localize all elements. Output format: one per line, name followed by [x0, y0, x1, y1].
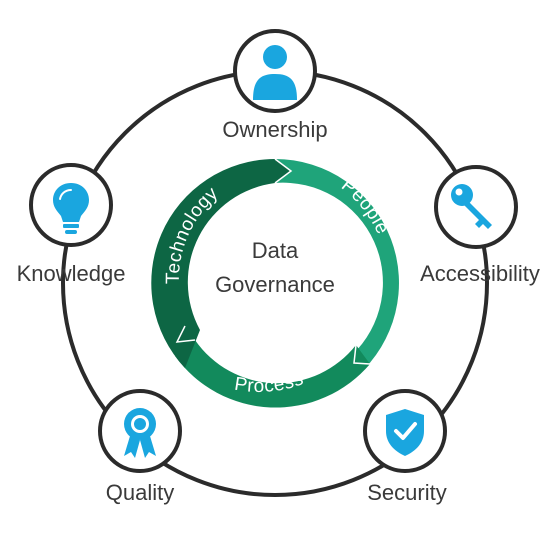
accessibility-label: Accessibility — [420, 261, 540, 286]
node-quality: Quality — [98, 389, 182, 505]
ownership-label: Ownership — [222, 117, 327, 142]
quality-label: Quality — [106, 480, 174, 505]
governance-cycle — [151, 158, 399, 408]
node-accessibility: Accessibility — [420, 165, 540, 286]
node-knowledge: Knowledge — [17, 163, 126, 286]
people-segment — [275, 159, 399, 376]
lightbulb-icon — [53, 183, 89, 234]
accessibility-node-circle — [434, 165, 518, 249]
security-label: Security — [367, 480, 446, 505]
person-icon — [253, 45, 297, 100]
node-ownership: Ownership — [222, 29, 328, 142]
key-hole — [455, 188, 463, 196]
arrow-notch-right — [353, 344, 371, 365]
shield-check-icon — [386, 409, 424, 456]
lightbulb-shine — [59, 189, 72, 200]
key-icon — [451, 184, 492, 229]
node-security: Security — [363, 389, 447, 505]
award-ribbon-icon — [124, 408, 156, 458]
arrow-notch-left — [175, 325, 196, 343]
arrow-notch-top — [274, 158, 293, 184]
people-label: People — [337, 175, 393, 238]
center-title-line1: Data — [252, 238, 299, 263]
center-title-line2: Governance — [215, 272, 335, 297]
technology-segment — [151, 159, 290, 368]
knowledge-label: Knowledge — [17, 261, 126, 286]
process-segment — [175, 340, 370, 408]
